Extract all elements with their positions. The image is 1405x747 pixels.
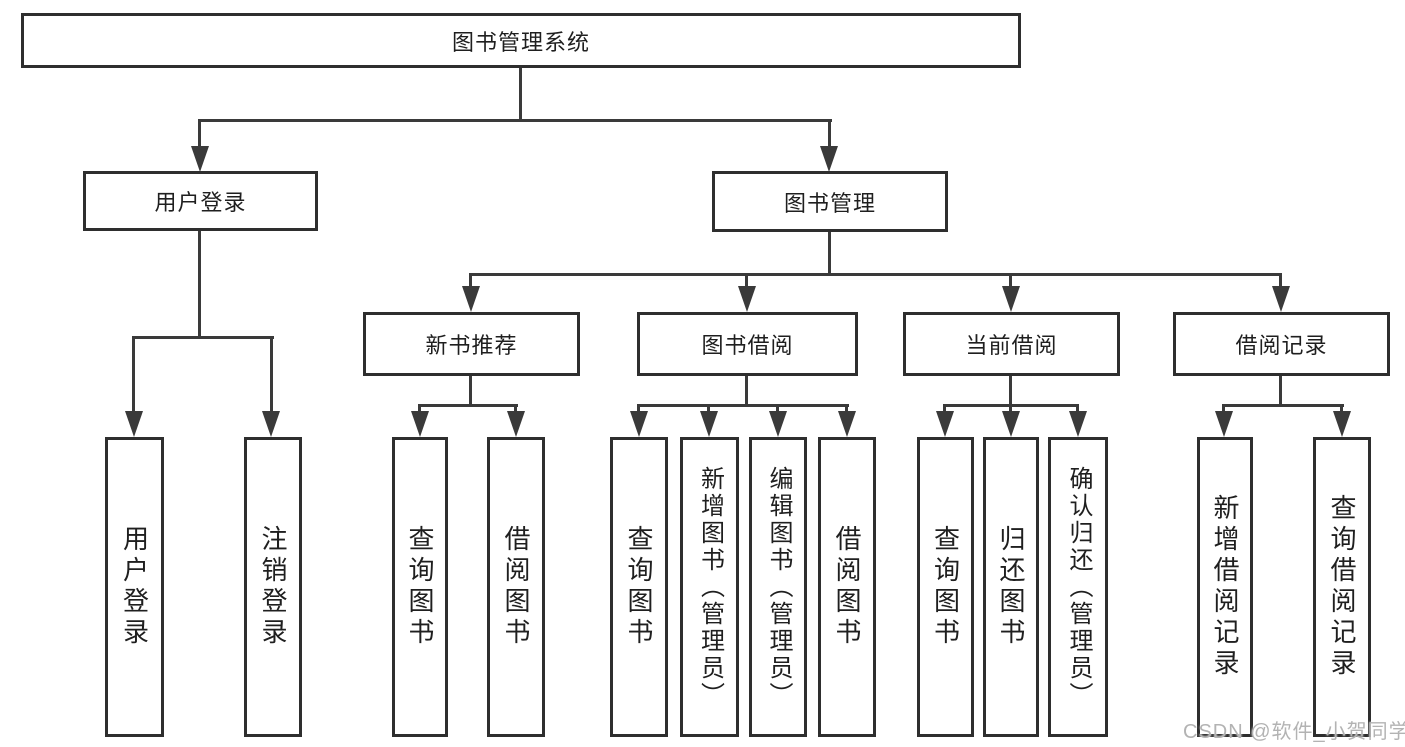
leaf-user-login: 用户登录 — [105, 437, 164, 737]
connector-stem — [132, 336, 135, 413]
connector-stem — [1340, 404, 1343, 414]
connector-stem — [637, 404, 640, 414]
connector-stem — [1279, 273, 1282, 289]
arrow-down-icon — [1069, 411, 1087, 437]
connector-user-rail — [132, 336, 274, 339]
node-new-book-recommend-label: 新书推荐 — [425, 333, 518, 358]
node-book-management: 图书管理 — [712, 171, 948, 232]
arrow-down-icon — [1002, 411, 1020, 437]
leaf-query-book-c-label: 查询图书 — [930, 525, 961, 649]
connector-stem — [418, 404, 421, 414]
leaf-return-book-label: 归还图书 — [996, 525, 1026, 649]
connector-stem — [776, 404, 779, 414]
leaf-logout-label: 注销登录 — [258, 525, 288, 649]
connector-trunk — [469, 375, 472, 407]
node-root-label: 图书管理系统 — [451, 29, 590, 55]
node-book-borrow: 图书借阅 — [637, 312, 858, 376]
node-borrow-records: 借阅记录 — [1173, 312, 1390, 376]
leaf-query-book-c: 查询图书 — [917, 437, 974, 737]
arrow-down-icon — [936, 411, 954, 437]
connector-root-trunk — [519, 68, 522, 122]
leaf-logout: 注销登录 — [244, 437, 302, 737]
leaf-confirm-return-admin: 确认归还（管理员） — [1048, 437, 1108, 737]
leaf-borrow-book-b: 借阅图书 — [818, 437, 876, 737]
leaf-borrow-book-a-label: 借阅图书 — [501, 525, 531, 649]
arrow-down-icon — [1272, 286, 1290, 312]
connector-stem — [707, 404, 710, 414]
arrow-down-icon — [191, 146, 209, 172]
arrow-down-icon — [1333, 411, 1351, 437]
arrow-down-icon — [738, 286, 756, 312]
connector-stem — [745, 273, 748, 289]
arrow-down-icon — [820, 146, 838, 172]
arrow-down-icon — [1215, 411, 1233, 437]
arrow-down-icon — [262, 411, 280, 437]
node-current-borrow: 当前借阅 — [903, 312, 1120, 376]
connector-stem — [270, 336, 273, 413]
leaf-query-borrow-record: 查询借阅记录 — [1313, 437, 1371, 737]
connector-stem — [1009, 273, 1012, 289]
node-root: 图书管理系统 — [21, 13, 1021, 68]
connector-trunk — [745, 375, 748, 407]
arrow-down-icon — [769, 411, 787, 437]
connector-stem — [828, 119, 831, 148]
leaf-borrow-book-b-label: 借阅图书 — [832, 525, 862, 649]
leaf-add-book-admin: 新增图书（管理员） — [680, 437, 739, 737]
node-book-borrow-label: 图书借阅 — [701, 333, 794, 358]
arrow-down-icon — [411, 411, 429, 437]
leaf-confirm-return-admin-label: 确认归还（管理员） — [1065, 465, 1092, 709]
leaf-query-book-b: 查询图书 — [610, 437, 668, 737]
leaf-query-book-a-label: 查询图书 — [405, 525, 435, 649]
node-book-management-label: 图书管理 — [783, 190, 876, 216]
leaf-add-borrow-record: 新增借阅记录 — [1197, 437, 1253, 737]
arrow-down-icon — [1002, 286, 1020, 312]
connector-trunk — [1279, 375, 1282, 407]
connector-trunk — [1009, 375, 1012, 407]
connector-book-trunk — [828, 230, 831, 276]
leaf-query-book-b-label: 查询图书 — [624, 525, 654, 649]
arrow-down-icon — [700, 411, 718, 437]
leaf-edit-book-admin-label: 编辑图书（管理员） — [765, 465, 792, 709]
node-user-login: 用户登录 — [83, 171, 318, 231]
leaf-edit-book-admin: 编辑图书（管理员） — [749, 437, 807, 737]
leaf-add-borrow-record-label: 新增借阅记录 — [1210, 494, 1240, 680]
arrow-down-icon — [630, 411, 648, 437]
connector-rail — [637, 404, 849, 407]
node-user-login-label: 用户登录 — [154, 190, 247, 215]
connector-stem — [514, 404, 517, 414]
leaf-query-book-a: 查询图书 — [392, 437, 448, 737]
leaf-query-borrow-record-label: 查询借阅记录 — [1327, 494, 1357, 680]
connector-stem — [1222, 404, 1225, 414]
connector-rail — [1222, 404, 1344, 407]
connector-root-rail — [199, 119, 832, 122]
connector-stem — [1076, 404, 1079, 414]
arrow-down-icon — [838, 411, 856, 437]
connector-l3-rail — [469, 273, 1282, 276]
leaf-borrow-book-a: 借阅图书 — [487, 437, 545, 737]
node-borrow-records-label: 借阅记录 — [1235, 333, 1328, 358]
arrow-down-icon — [507, 411, 525, 437]
connector-stem — [943, 404, 946, 414]
arrow-down-icon — [125, 411, 143, 437]
leaf-return-book: 归还图书 — [983, 437, 1039, 737]
leaf-user-login-label: 用户登录 — [119, 525, 150, 649]
arrow-down-icon — [462, 286, 480, 312]
node-current-borrow-label: 当前借阅 — [965, 333, 1058, 358]
leaf-add-book-admin-label: 新增图书（管理员） — [696, 465, 724, 709]
connector-user-trunk — [198, 229, 201, 339]
connector-stem — [469, 273, 472, 289]
connector-stem — [1009, 404, 1012, 414]
connector-rail — [418, 404, 518, 407]
csdn-watermark: CSDN @软件_小贺同学 — [1183, 721, 1405, 743]
node-new-book-recommend: 新书推荐 — [363, 312, 580, 376]
connector-stem — [845, 404, 848, 414]
connector-stem — [198, 119, 201, 148]
